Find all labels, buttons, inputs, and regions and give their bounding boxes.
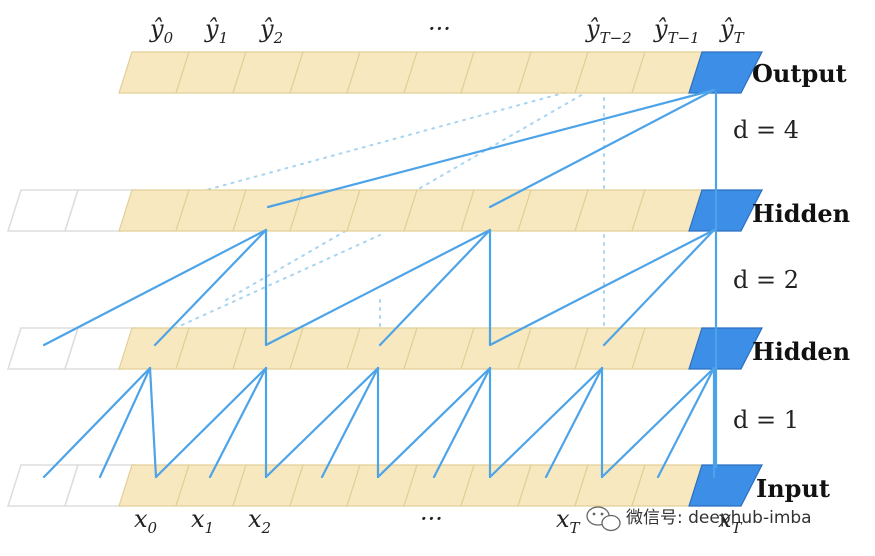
output-label: ŷT−1 (653, 15, 700, 47)
layer-label-output: Output (752, 59, 847, 88)
output-label-base: ŷ (585, 15, 600, 43)
layer-label-hidden1: Hidden (752, 337, 850, 366)
connection-edge (42, 228, 268, 347)
connection-edge (264, 366, 380, 479)
output-label: ··· (428, 15, 451, 43)
wechat-icon-eye (592, 512, 596, 516)
output-label: ŷT−2 (585, 15, 632, 47)
connection-edge (600, 366, 716, 479)
connection-edge (544, 366, 604, 479)
output-label: ŷ1 (204, 15, 228, 47)
input-label: xT (556, 505, 581, 537)
connection-edge (148, 366, 158, 479)
connection-edge (320, 366, 380, 479)
watermark-text: 微信号: deephub-imba (626, 508, 812, 528)
input-label: ··· (420, 505, 443, 533)
input-label: x0 (134, 505, 158, 537)
dilation-labels: d = 4 d = 2 d = 1 (733, 116, 799, 434)
connection-edges (42, 88, 716, 479)
output-label-subscript: 1 (219, 29, 229, 47)
wechat-icon (586, 506, 621, 532)
connection-edge (432, 366, 492, 479)
input-label-subscript: 0 (148, 519, 158, 537)
input-label: xT (718, 505, 743, 537)
output-label-subscript: T−2 (600, 29, 632, 47)
output-label: ŷT (719, 15, 745, 47)
dilation-label: d = 1 (733, 406, 799, 434)
dilation-label: d = 2 (733, 266, 799, 294)
connection-edge (266, 88, 716, 209)
connection-edge (154, 366, 268, 479)
connection-edge (376, 366, 492, 479)
input-label-subscript: T (570, 519, 581, 537)
output-label: ŷ2 (259, 15, 283, 47)
output-label-base: ŷ (204, 15, 219, 43)
input-label-subscript: 2 (261, 519, 272, 537)
output-label-base: ŷ (149, 15, 164, 43)
wechat-icon-eye (600, 512, 604, 516)
layer-label-hidden2: Hidden (752, 199, 850, 228)
dilation-label: d = 4 (733, 116, 799, 144)
input-label-subscript: 1 (205, 519, 215, 537)
connection-edge (264, 228, 492, 347)
connection-edge (488, 366, 604, 479)
wechat-icon-bubble-small (601, 514, 621, 532)
input-label: x2 (248, 505, 271, 537)
input-label-base: ··· (420, 505, 443, 533)
active-cell (688, 464, 763, 507)
input-label-base: x (718, 505, 732, 533)
input-label-base: x (556, 505, 570, 533)
input-label-base: x (248, 505, 262, 533)
connection-edge (153, 228, 268, 347)
connection-edge (488, 228, 716, 347)
connection-edge (42, 366, 152, 479)
input-label: x1 (191, 505, 214, 537)
connection-edge (656, 366, 716, 479)
output-label-subscript: 0 (164, 29, 174, 47)
connection-edge (378, 228, 492, 347)
watermark: 微信号: deephub-imba (586, 506, 812, 532)
connection-edge (208, 366, 268, 479)
connection-edge (602, 228, 716, 347)
dotted-line (161, 81, 605, 203)
output-label-subscript: T−1 (668, 29, 700, 47)
active-cell (688, 327, 763, 370)
output-label-subscript: T (734, 29, 745, 47)
active-cell (688, 189, 763, 232)
output-label-base: ŷ (719, 15, 734, 43)
connection-edge (98, 366, 152, 479)
input-label-base: x (134, 505, 148, 533)
output-label-base: ŷ (259, 15, 274, 43)
output-label-base: ··· (428, 15, 451, 43)
input-label-subscript: T (732, 519, 743, 537)
output-label-base: ŷ (653, 15, 668, 43)
output-label-subscript: 2 (273, 29, 284, 47)
active-cell (688, 51, 763, 94)
connection-edge (488, 88, 716, 209)
output-label: ŷ0 (149, 15, 174, 47)
dotted-line (159, 234, 381, 336)
layer-cells (6, 51, 763, 507)
layer-label-input: Input (756, 474, 830, 503)
input-label-base: x (191, 505, 205, 533)
